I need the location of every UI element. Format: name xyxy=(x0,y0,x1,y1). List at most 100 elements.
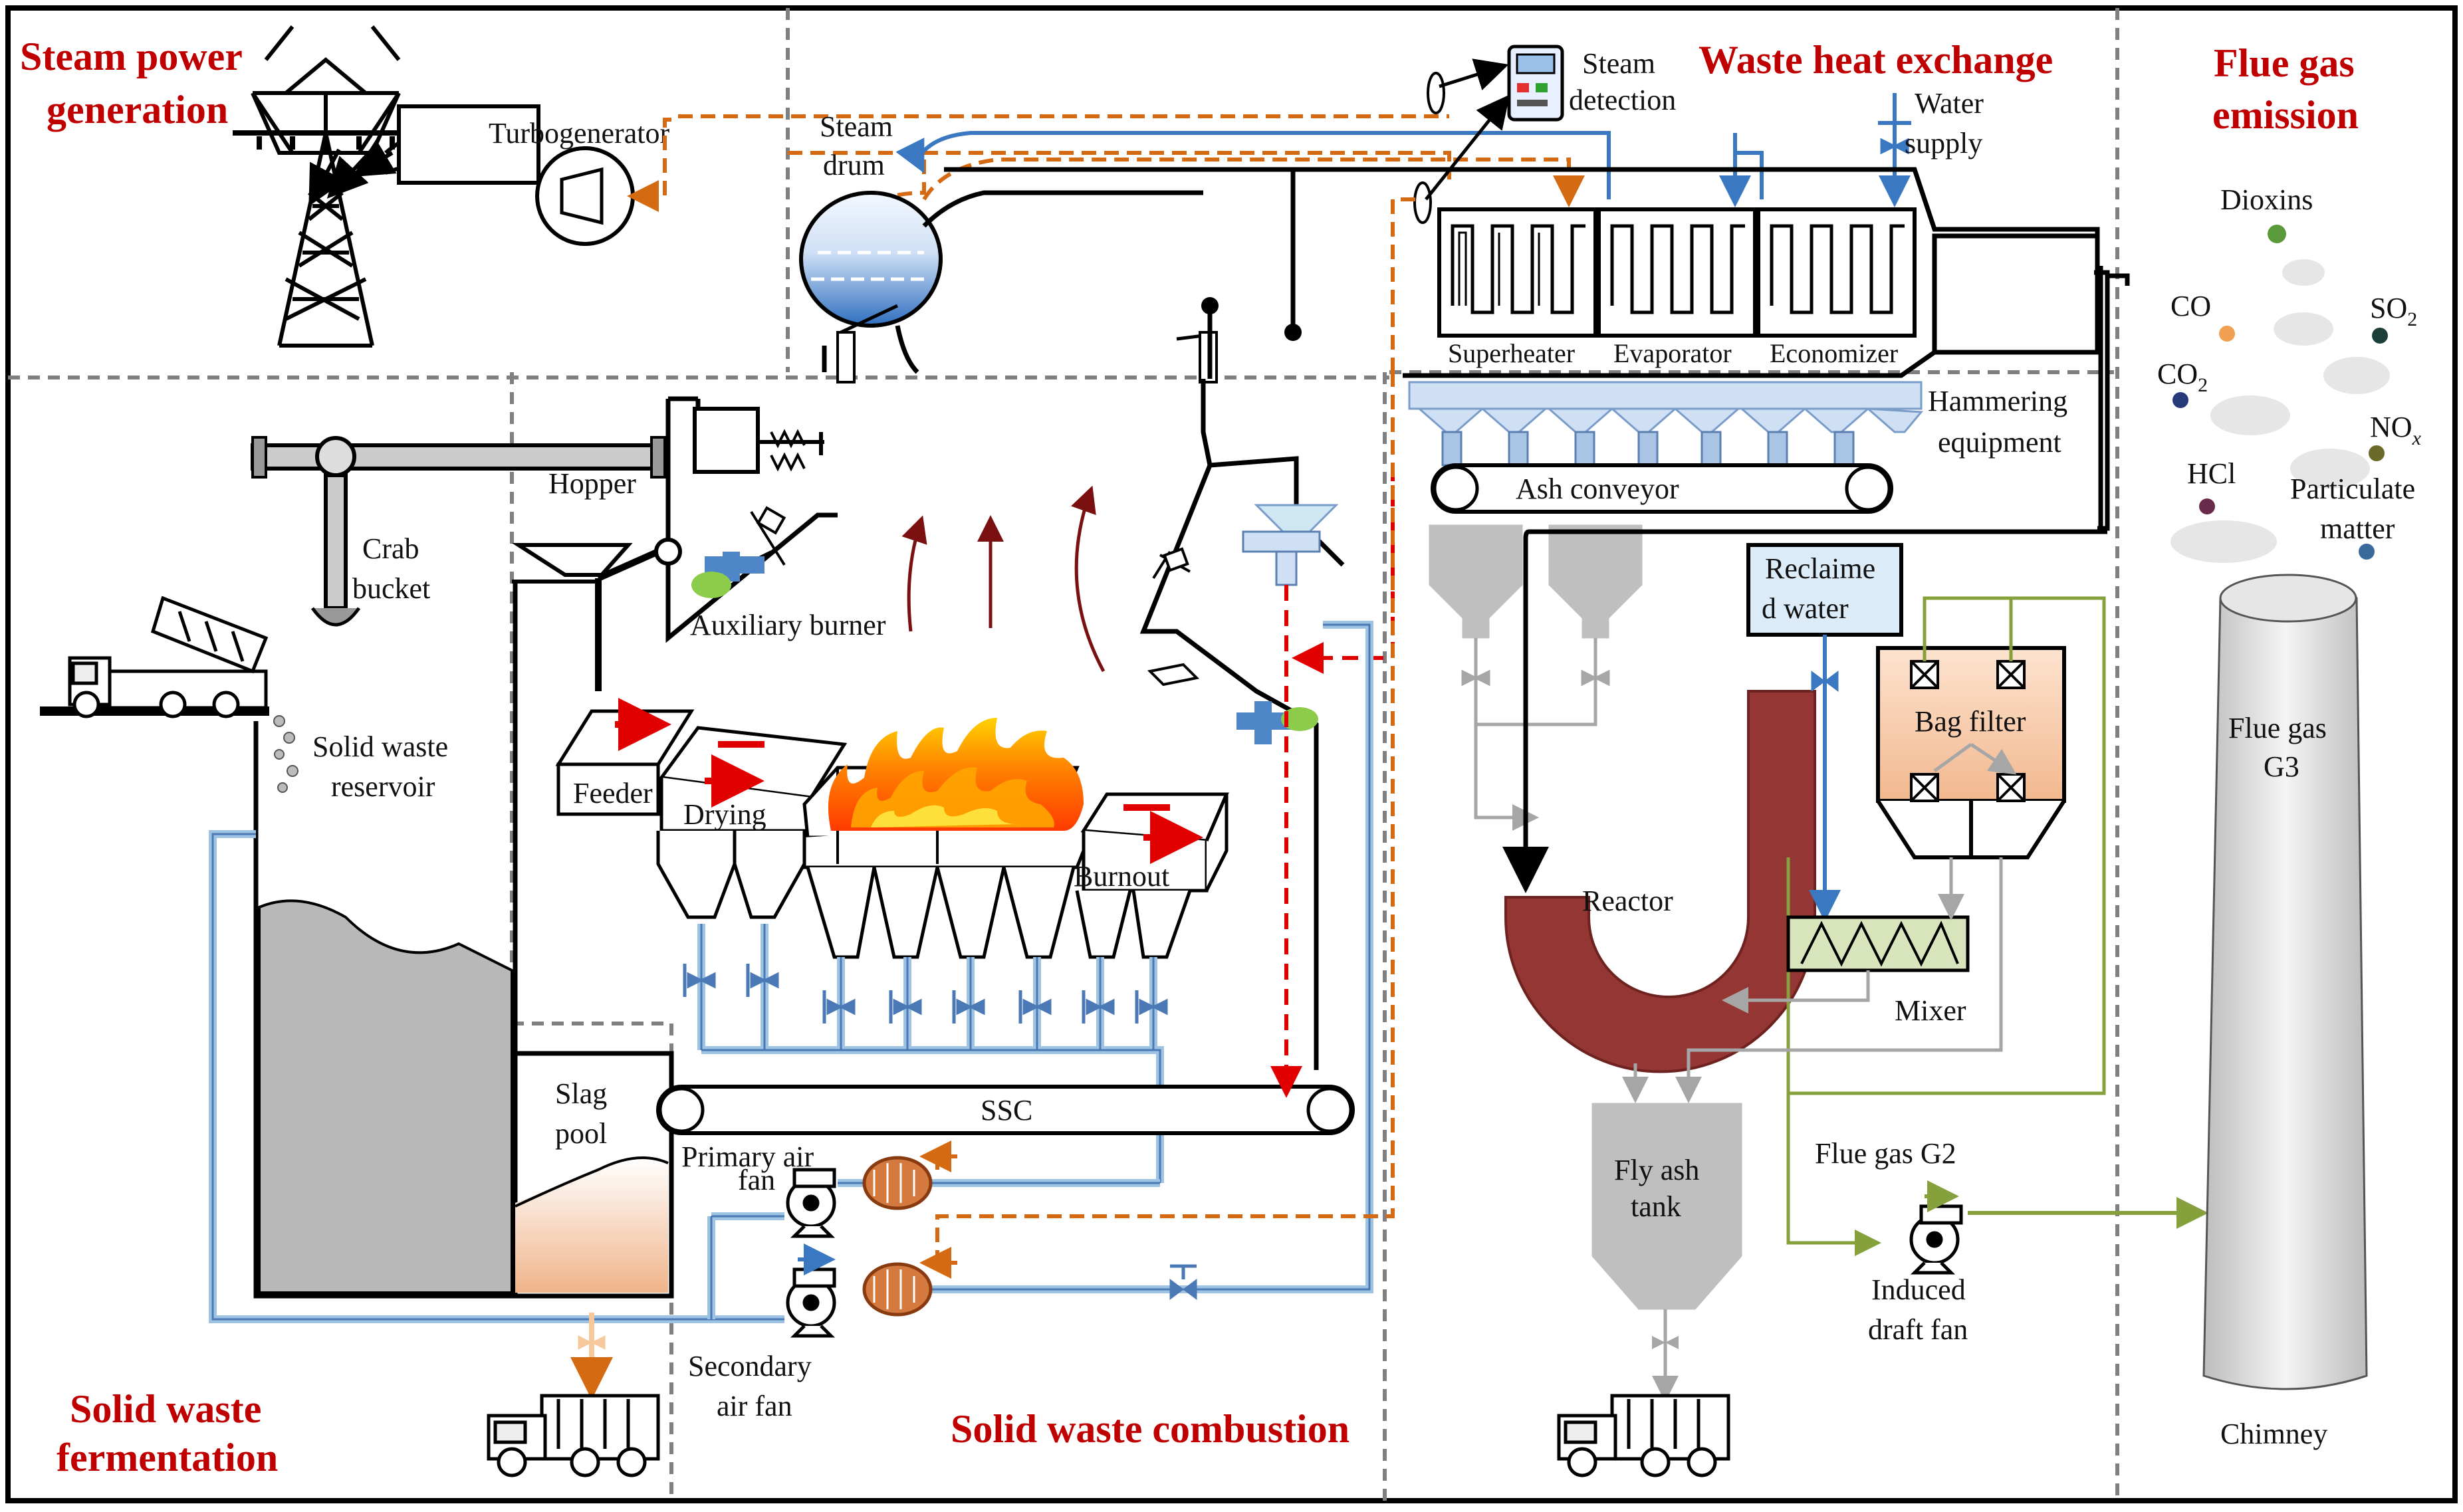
primary-air-valves xyxy=(687,972,1168,1016)
dump-truck-icon xyxy=(40,595,269,718)
feeder-spring-icon xyxy=(770,429,806,449)
induced-draft-fan-icon xyxy=(1909,1204,1963,1275)
furnace-throat xyxy=(822,346,1213,372)
evaporator-unit xyxy=(1597,207,1757,338)
reclaimed-water-box xyxy=(1746,543,1903,637)
induced-fan-label-1: Induced xyxy=(1871,1273,1966,1306)
co2-dot xyxy=(2172,392,2188,408)
particulate-label-2: matter xyxy=(2320,512,2395,545)
water-line-to-drum xyxy=(895,131,1611,199)
steam-drum xyxy=(799,191,943,328)
co-label: CO xyxy=(2170,290,2211,322)
flue-gas-g2-label: Flue gas G2 xyxy=(1815,1137,1956,1170)
steam-drum-label-2: drum xyxy=(823,149,885,181)
ssc-wheel-left xyxy=(658,1087,705,1133)
water-supply-valve-stem xyxy=(1878,121,1911,133)
nox-main: NO xyxy=(2370,411,2412,443)
so2-label: SO2 xyxy=(2370,292,2417,330)
ssc-conveyor xyxy=(656,1085,1355,1135)
ssc-label: SSC xyxy=(981,1094,1032,1127)
leachate-pipe-core xyxy=(211,833,725,1321)
ash-conveyor xyxy=(1431,463,1893,514)
crane-cable xyxy=(324,473,348,610)
reclaimed-water-valve-icon xyxy=(1811,671,1839,692)
hopper-chute xyxy=(595,548,660,691)
fly-ash-tank-label-2: tank xyxy=(1631,1190,1681,1223)
water-supply-label-1: Water xyxy=(1915,87,1984,120)
co2-main: CO xyxy=(2157,358,2198,390)
economizer-unit xyxy=(1756,207,1917,338)
feeder-spring-icon-2 xyxy=(770,452,806,472)
steam-detection-label-1: Steam xyxy=(1582,47,1655,80)
hammer-chutes xyxy=(1441,431,1855,467)
water-supply-valve-icon xyxy=(1880,138,1909,155)
title-steam-power-2: generation xyxy=(47,88,228,132)
section-borders xyxy=(5,5,2458,1503)
ash-conveyor-wheel-left xyxy=(1433,465,1479,512)
primary-air-fan-label-1: Primary air xyxy=(681,1140,814,1173)
crab-bucket-icon xyxy=(310,607,361,627)
mixer-label: Mixer xyxy=(1895,994,1966,1027)
drum-water-level xyxy=(811,251,931,281)
so2-sub: 2 xyxy=(2407,308,2417,330)
ash-silo-outlet xyxy=(1474,638,1597,819)
hammering-label-2: equipment xyxy=(1938,426,2061,459)
detection-signal-1 xyxy=(1439,58,1509,90)
hot-gas-arrow-1 xyxy=(901,515,927,632)
primary-air-fan-icon xyxy=(786,1168,836,1238)
water-line-evaporator xyxy=(1607,133,1764,199)
transmission-tower xyxy=(233,25,419,348)
hot-gas-arrow-3 xyxy=(1071,485,1106,673)
detector-button-red xyxy=(1517,83,1529,92)
valve-stems xyxy=(683,964,1139,1024)
chimney-label: Chimney xyxy=(2220,1418,2327,1450)
steam-drum-label-1: Steam xyxy=(820,110,893,143)
hopper-label: Hopper xyxy=(548,467,636,500)
slag-pool-label-1: Slag xyxy=(555,1077,607,1110)
flue-outlet-duct xyxy=(1932,233,2100,355)
secondary-air-fan-label-1: Secondary xyxy=(688,1350,812,1382)
dioxins-dot xyxy=(2268,225,2286,243)
co-dot xyxy=(2219,326,2235,342)
co2-label: CO2 xyxy=(2157,358,2208,396)
detection-sensor-1 xyxy=(1427,72,1445,114)
burnout-label: Burnout xyxy=(1074,860,1169,893)
reactor-label: Reactor xyxy=(1582,885,1673,917)
hcl-dot xyxy=(2199,498,2215,514)
secondary-valve-stem xyxy=(1170,1264,1197,1279)
feeder-ram-box xyxy=(693,407,760,474)
ash-silo-2 xyxy=(1548,524,1643,639)
so2-main: SO xyxy=(2370,292,2407,324)
outer-frame xyxy=(5,5,2458,1503)
secondary-air-valve-icon xyxy=(1169,1279,1197,1300)
mixer-screw-icon xyxy=(1800,920,1959,967)
nox-dot xyxy=(2369,445,2385,461)
slag-surface xyxy=(515,1156,669,1208)
drum-sensor-left xyxy=(836,331,856,383)
water-supply-label-2: supply xyxy=(1905,127,1982,160)
primary-air-fan-label-2: fan xyxy=(738,1164,775,1196)
superheater-unit xyxy=(1437,207,1597,338)
title-fermentation-2: fermentation xyxy=(57,1436,278,1479)
right-injector-icon xyxy=(1147,663,1200,687)
crab-bucket-label-1: Crab xyxy=(362,532,419,565)
slag-pool-box xyxy=(512,1051,674,1299)
crane-rail-end-left xyxy=(251,436,267,479)
particulate-label-1: Particulate xyxy=(2290,473,2415,505)
detector-screen-icon xyxy=(1516,53,1556,74)
flue-gas-g3-label-1: Flue gas xyxy=(2228,712,2327,744)
so2-dot xyxy=(2372,328,2388,344)
ash-hoppers-small xyxy=(1417,407,1924,433)
hammering-equipment xyxy=(1408,381,1923,410)
bag-filter-label: Bag filter xyxy=(1915,705,2026,738)
flue-gas-g3-label-2: G3 xyxy=(2264,750,2299,783)
power-output-arrows xyxy=(308,139,397,207)
flue-to-induced-fan xyxy=(1786,1093,1881,1256)
auxiliary-burner-left xyxy=(705,552,764,582)
ssc-wheel-right xyxy=(1306,1087,1353,1133)
feeder-label: Feeder xyxy=(573,777,653,810)
injector-head-icon xyxy=(756,506,786,535)
hammering-label-1: Hammering xyxy=(1928,385,2067,417)
drying-label: Drying xyxy=(683,798,766,831)
